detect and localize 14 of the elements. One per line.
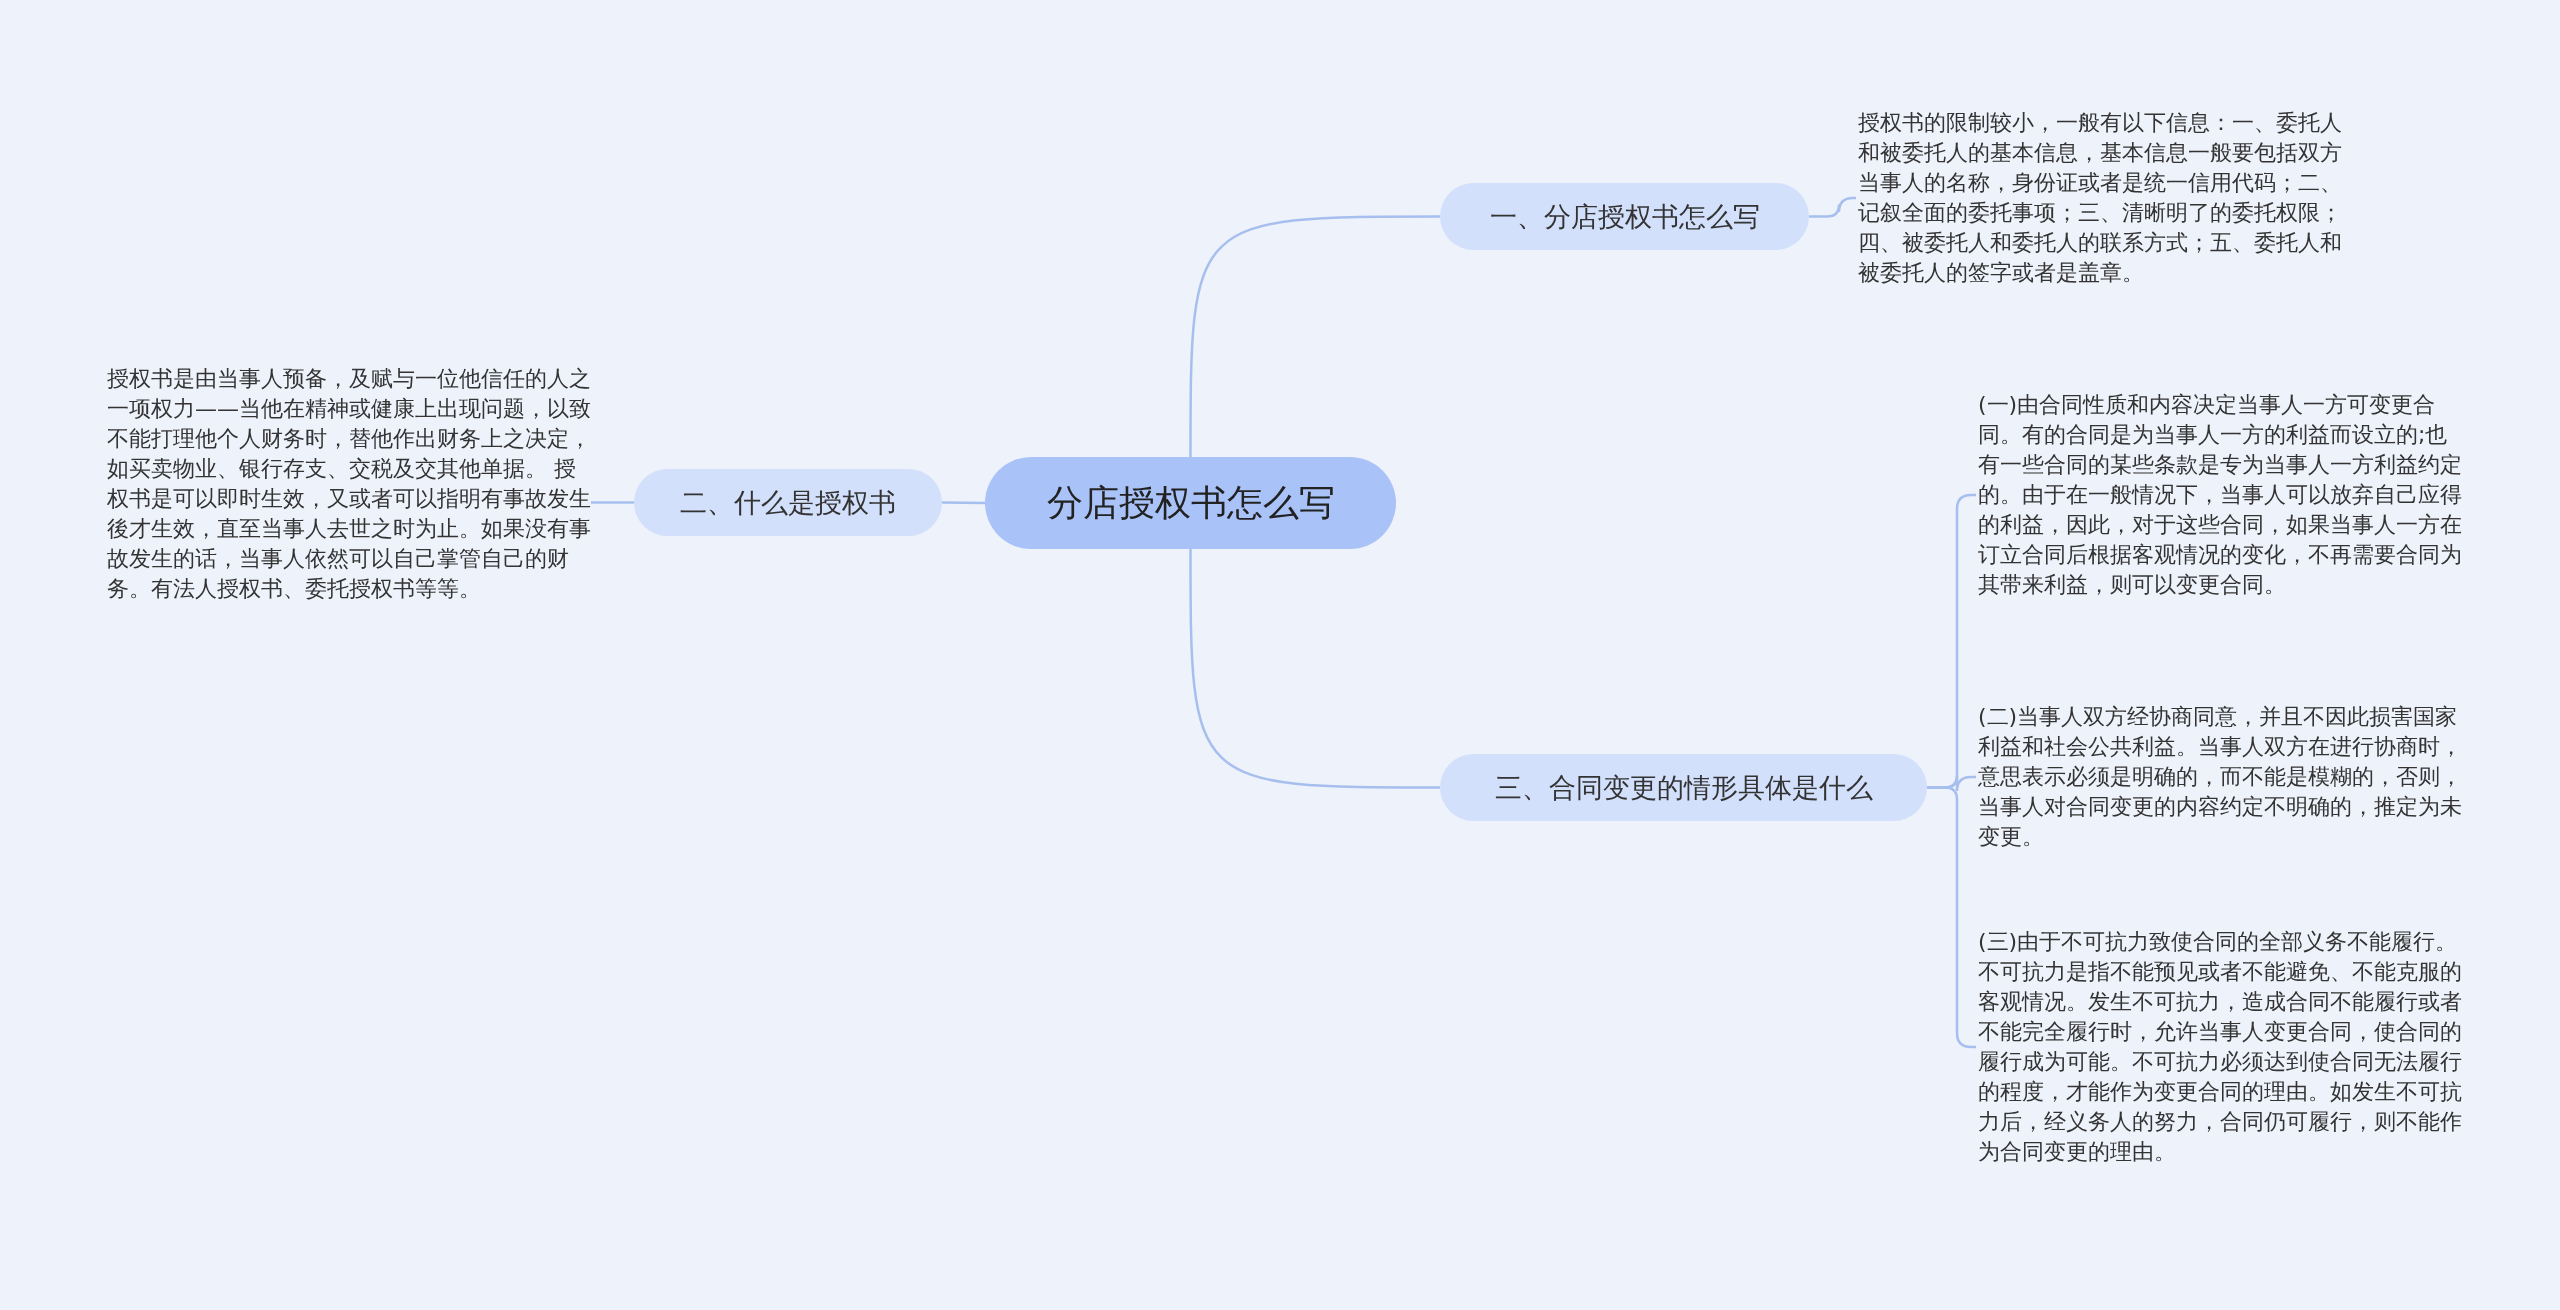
- note-text: (三)由于不可抗力致使合同的全部义务不能履行。不可抗力是指不能预见或者不能避免、不能克服的客观情况。发生不可抗力，造成合同不能履行或者不能完全履行时，允许当事人变更合同，使合同的履行成为可能。不可抗力必须达到使合同无法履行的程度，才能作为变更合同的理由。如发生不可抗力后，经义务人的努力，合同仍可履行，则不能作为合同变更的理由。: [1978, 927, 2462, 1167]
- topic-box: 三、合同变更的情形具体是什么: [1440, 754, 1927, 821]
- note-text: (一)由合同性质和内容决定当事人一方可变更合同。有的合同是为当事人一方的利益而设立的;也有一些合同的某些条款是专为当事人一方利益约定的。由于在一般情况下，当事人可以放弃自己应得的利益，因此，对于这些合同，如果当事人一方在订立合同后根据客观情况的变化，不再需要合同为其带来利益，则可以变更合同。: [1978, 390, 2462, 600]
- topic-box: 二、什么是授权书: [634, 469, 942, 536]
- connector-line: [942, 501, 985, 505]
- connector-line: [1189, 215, 1440, 457]
- topic-box: 一、分店授权书怎么写: [1440, 183, 1809, 250]
- connector-line: [1189, 549, 1440, 789]
- connector-line: [1809, 196, 1856, 218]
- note-text: 授权书是由当事人预备，及赋与一位他信任的人之一项权力——当他在精神或健康上出现问题，以致不能打理他个人财务时，替他作出财务上之决定，如买卖物业、银行存支、交税及交其他单据。 授权书是可以即时生效，又或者可以指明有事故发生後才生效，直至当事人去世之时为止。如果没有事故发生的话，当事人依然可以自己掌管自己的财务。有法人授权书、委托授权书等等。: [107, 364, 591, 604]
- note-text: (二)当事人双方经协商同意，并且不因此损害国家利益和社会公共利益。当事人双方在进行协商时，意思表示必须是明确的，而不能是模糊的，否则，当事人对合同变更的内容约定不明确的，推定为未变更。: [1978, 702, 2462, 852]
- note-text: 授权书的限制较小，一般有以下信息：一、委托人和被委托人的基本信息，基本信息一般要包括双方当事人的名称，身份证或者是统一信用代码；二、记叙全面的委托事项；三、清晰明了的委托权限；四、被委托人和委托人的联系方式；五、委托人和被委托人的签字或者是盖章。: [1858, 108, 2342, 288]
- connector-line: [591, 501, 634, 504]
- central-topic: 分店授权书怎么写: [985, 457, 1396, 549]
